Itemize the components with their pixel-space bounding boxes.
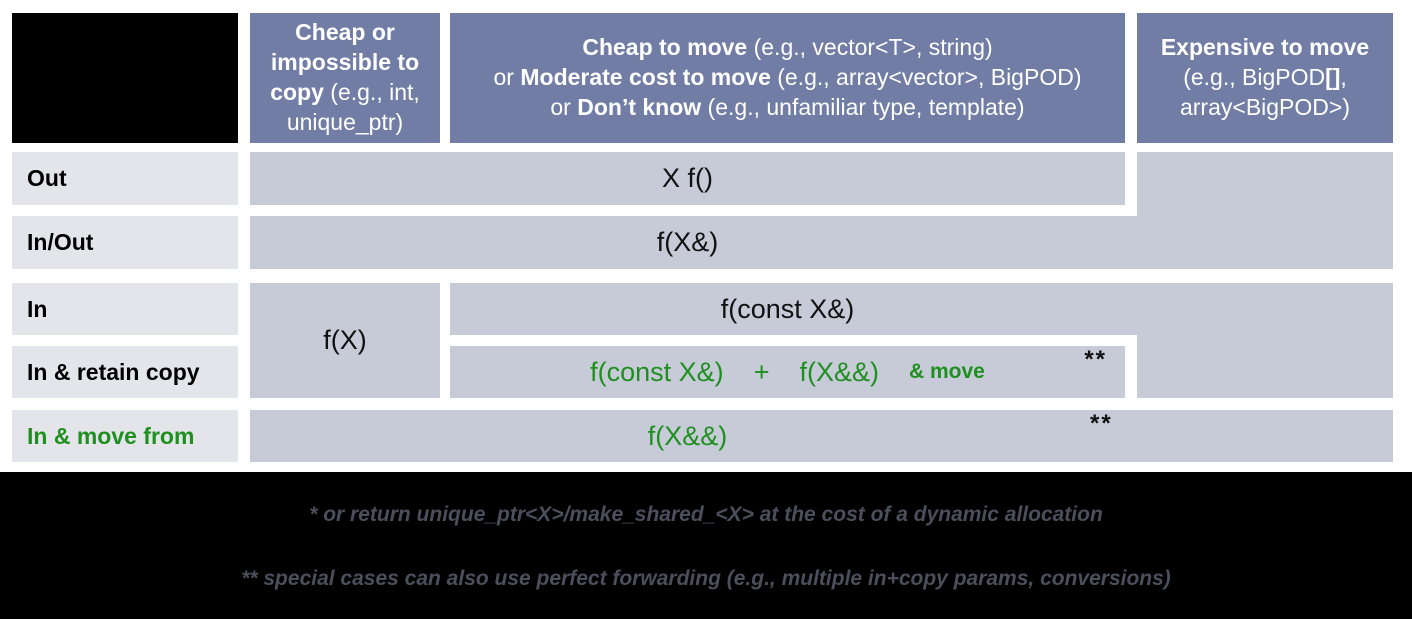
code-text: X f() — [662, 163, 713, 193]
row-label-text: In/Out — [27, 229, 94, 255]
header-line-2: or Moderate cost to move (e.g., array<ve… — [458, 63, 1117, 93]
row-label-text: Out — [27, 165, 67, 191]
header-bold-text: Moderate cost to move — [520, 64, 771, 91]
corner-cell — [12, 13, 238, 143]
header-regular-text: array<BigPOD>) — [1179, 93, 1350, 120]
header-line-3: or Don’t know (e.g., unfamiliar type, te… — [458, 93, 1117, 123]
header-bold-text: Expensive to move — [1160, 34, 1370, 61]
row-label-text: In & retain copy — [27, 358, 200, 385]
row-label-in-retain-copy: In & retain copy — [12, 346, 238, 398]
footnote-double-asterisk: ** special cases can also use perfect fo… — [241, 567, 1171, 590]
and-move-text: & move — [908, 360, 985, 383]
row-label-text: In & move from — [27, 422, 195, 449]
header-regular-text: (e.g., vector<T>, string) — [747, 34, 993, 61]
header-line-1: Cheap to move (e.g., vector<T>, string) — [458, 33, 1117, 63]
col-header-cheap-or-moderate-move: Cheap to move (e.g., vector<T>, string) … — [450, 13, 1125, 143]
row-label-in-out: In/Out — [12, 216, 238, 269]
cell-retain-copy: f(const X&) + f(X&&) & move ** — [450, 346, 1125, 398]
header-bold-text: Cheap to move — [582, 34, 748, 61]
cell-content: f(const X&) + f(X&&) & move — [450, 346, 1125, 398]
row-label-in-move-from: In & move from — [12, 410, 238, 462]
cell-inout-riser — [1137, 152, 1393, 222]
cell-content: X f() — [250, 152, 1125, 205]
header-text: Cheap or impossible to copy (e.g., int, … — [258, 18, 432, 138]
header-regular-text: or — [550, 93, 578, 120]
header-bold-text: Don’t know — [577, 93, 702, 120]
header-regular-text: (e.g., int, unique_ptr) — [286, 79, 420, 135]
header-line-3: array<BigPOD>) — [1145, 93, 1385, 123]
cell-in-fconstxref: f(const X&) — [450, 283, 1393, 335]
header-regular-text: (e.g., unfamiliar type, template) — [701, 93, 1025, 120]
cell-content: f(X) — [250, 283, 440, 398]
cell-content: f(const X&) — [450, 283, 1125, 335]
code-text: f(X&) — [656, 227, 719, 257]
header-bold-text: [] — [1325, 64, 1341, 91]
col-header-expensive-to-move: Expensive to move (e.g., BigPOD[], array… — [1137, 13, 1393, 143]
row-label-in: In — [12, 283, 238, 335]
cell-inout-fxref: f(X&) — [250, 216, 1393, 269]
code-text: f(X&&) — [799, 356, 879, 387]
cell-content: f(X&&) — [250, 410, 1125, 462]
header-line-2: (e.g., BigPOD[], — [1145, 63, 1385, 93]
header-line-1: Expensive to move — [1145, 33, 1385, 63]
header-bold-text: Cheap or impossible to copy — [270, 19, 420, 105]
cell-move-from: f(X&&) ** — [250, 410, 1393, 462]
code-text: f(const X&) — [590, 356, 724, 387]
col-header-cheap-or-impossible-to-copy: Cheap or impossible to copy (e.g., int, … — [250, 13, 440, 143]
code-text: f(X) — [323, 325, 367, 355]
row-label-out: Out — [12, 152, 238, 205]
footnote-single-asterisk: * or return unique_ptr<X>/make_shared_<X… — [309, 503, 1103, 526]
header-regular-text: or — [493, 64, 521, 91]
cell-out-xf: X f() — [250, 152, 1125, 205]
row-label-text: In — [27, 295, 48, 322]
double-asterisk-marker: ** — [1090, 410, 1113, 437]
cell-content: f(X&) — [250, 216, 1125, 269]
footnote-panel: * or return unique_ptr<X>/make_shared_<X… — [0, 472, 1412, 619]
double-asterisk-marker: ** — [1084, 346, 1107, 373]
plus-sign: + — [753, 356, 770, 387]
cell-in-fx: f(X) — [250, 283, 440, 398]
header-regular-text: (e.g., array<vector>, BigPOD) — [770, 64, 1082, 91]
code-text: f(X&&) — [647, 420, 728, 451]
header-regular-text: (e.g., BigPOD — [1183, 64, 1326, 91]
header-regular-text: , — [1340, 64, 1347, 91]
code-text: f(const X&) — [720, 293, 855, 324]
